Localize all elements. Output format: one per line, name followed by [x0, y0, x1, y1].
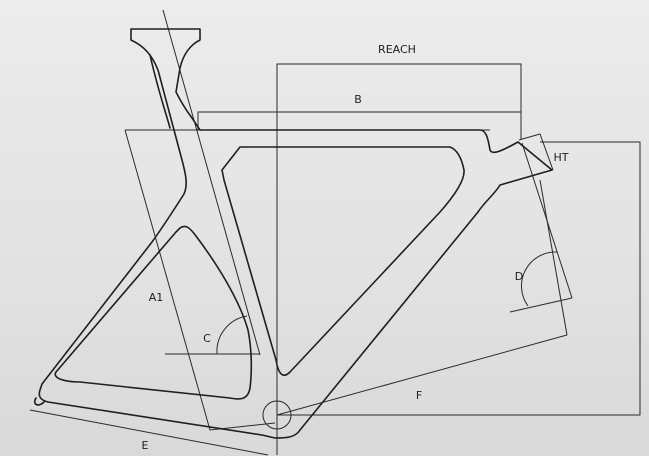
f-dimension-end [539, 179, 568, 336]
d-label: D [515, 270, 523, 283]
seat-angle-arc [216, 315, 248, 355]
ht-label: HT [554, 151, 569, 164]
e-dimension-line [29, 409, 269, 456]
f-dimension-line [276, 334, 568, 416]
a1-label: A1 [149, 291, 164, 304]
c-label: C [203, 332, 211, 345]
e-label: E [142, 439, 149, 452]
seatpost [149, 54, 171, 129]
reach-label: REACH [378, 43, 416, 56]
reach-dimension [276, 63, 522, 455]
rear-triangle-inner [54, 225, 253, 400]
stack-dimension [277, 141, 641, 416]
main-triangle-inner [221, 146, 465, 376]
b-dimension [197, 111, 521, 130]
bottom-bracket [262, 400, 292, 430]
seat-tube-axis [162, 9, 261, 356]
head-angle-baseline [509, 297, 573, 313]
f-label: F [416, 389, 422, 402]
frame-outline [38, 28, 553, 439]
head-angle-arc [521, 251, 558, 307]
rear-dropout [33, 397, 45, 406]
a1-dimension [124, 129, 276, 431]
ht-dimension [518, 133, 554, 171]
b-label: B [354, 93, 362, 106]
